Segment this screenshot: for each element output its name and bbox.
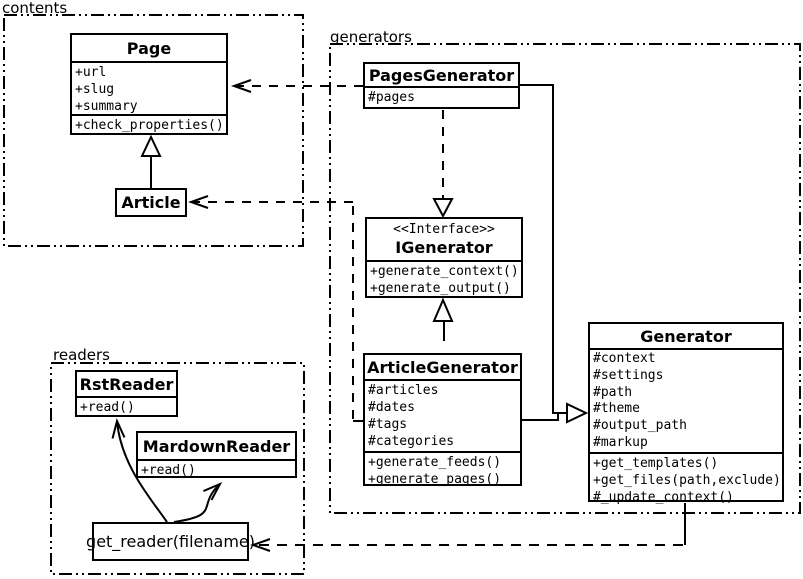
method: +generate_output() [370, 281, 511, 296]
association-get-reader-to-mardownreader [173, 481, 223, 523]
class-box-rstreader: RstReader +read() [75, 370, 178, 417]
class-title: ArticleGenerator [367, 357, 518, 377]
association-get-reader-to-rstreader [111, 418, 168, 523]
method: +generate_context() [370, 264, 519, 279]
inheritance-articlegenerator-to-igenerator [432, 297, 454, 341]
dependency-generator-to-get-reader [249, 503, 686, 552]
class-title: Article [121, 193, 181, 212]
package-border-contents [3, 14, 304, 247]
attribute: +slug [75, 82, 115, 97]
class-title: Generator [640, 326, 732, 346]
method: +get_templates() [593, 456, 719, 471]
class-box-article: Article [115, 188, 187, 217]
inheritance-article-to-page [140, 134, 162, 188]
package-label-contents: contents [2, 0, 68, 17]
attributes-compartment: +url +slug +summary [72, 61, 226, 114]
attributes-compartment: #pages [365, 86, 518, 108]
class-box-page: Page +url +slug +summary +check_properties… [70, 33, 228, 135]
methods-compartment: +check_properties() [72, 114, 226, 137]
method: +generate_feeds() [368, 455, 502, 470]
stereotype-label: <<Interface>> [393, 221, 495, 237]
class-title: Page [126, 38, 172, 58]
package-border-readers [50, 362, 305, 575]
attribute: #context [593, 351, 656, 366]
attribute: #path [593, 384, 633, 400]
attribute: +url [75, 65, 107, 80]
methods-compartment: +read() [138, 459, 295, 477]
package-label-readers: readers [53, 346, 110, 364]
attribute: #tags [368, 417, 408, 432]
attribute: #settings [593, 367, 664, 383]
method: +check_properties() [75, 118, 224, 133]
attribute: #articles [368, 383, 439, 398]
class-box-igenerator: <<Interface>> IGenerator +generate_conte… [365, 217, 523, 298]
class-title: PagesGenerator [368, 65, 515, 85]
methods-compartment: +read() [77, 396, 176, 416]
package-label-generators: generators [330, 28, 412, 46]
attribute: #markup [593, 434, 648, 450]
attribute: #pages [368, 90, 415, 105]
attributes-compartment: #articles #dates #tags #categories [365, 379, 520, 451]
inheritance-generators-to-generator [520, 84, 589, 424]
class-box-mardownreader: MardownReader +read() [136, 431, 297, 478]
dependency-articlegenerator-to-article [187, 195, 363, 422]
method: +read() [141, 463, 196, 477]
method: #_update_context() [593, 490, 734, 504]
function-label: get_reader(filename) [86, 532, 255, 551]
method: +get_files(path,exclude) [593, 473, 781, 488]
attribute: #dates [368, 400, 415, 415]
attribute: #output_path [593, 418, 687, 434]
attributes-compartment: #context#settings#path#theme#output_path… [590, 348, 782, 452]
class-title: MardownReader [142, 436, 291, 456]
attribute: #theme [593, 401, 640, 417]
realization-pagesgenerator-to-igenerator [432, 110, 454, 219]
class-title: IGenerator [395, 237, 493, 257]
methods-compartment: +generate_feeds() +generate_pages() [365, 451, 520, 488]
attribute: #categories [368, 434, 455, 449]
method: +generate_pages() [368, 472, 502, 487]
class-title: RstReader [79, 374, 174, 394]
attribute: +summary [75, 99, 138, 114]
function-box-get-reader: get_reader(filename) [86, 522, 255, 561]
class-box-generator: Generator #context#settings#path#theme#o… [588, 322, 784, 504]
package-border-generators [329, 43, 801, 514]
methods-compartment: +generate_context() +generate_output() [367, 260, 521, 299]
class-box-pagesgenerator: PagesGenerator #pages [363, 62, 520, 109]
class-box-articlegenerator: ArticleGenerator #articles #dates #tags #ca… [363, 353, 522, 488]
class-header: <<Interface>> IGenerator [367, 219, 521, 260]
method: +read() [80, 400, 135, 415]
methods-compartment: +get_templates() +get_files(path,exclude)… [590, 452, 782, 504]
